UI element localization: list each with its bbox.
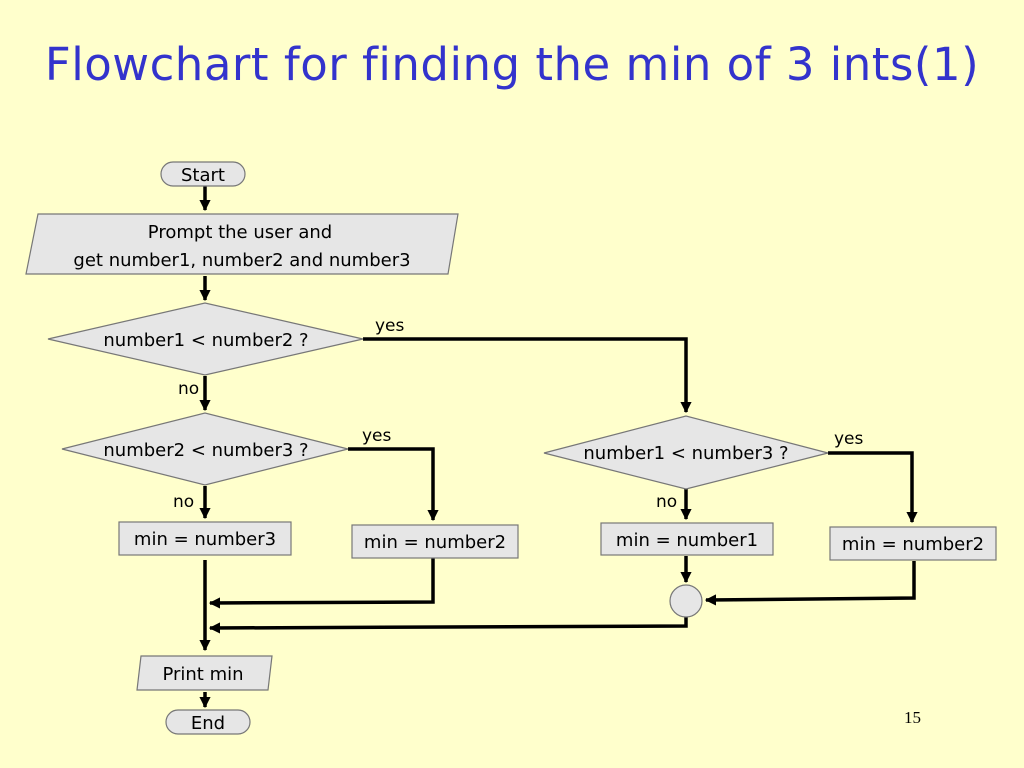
input-node: Prompt the user and get number1, number2… [25,213,459,275]
connector-node [669,584,703,618]
input-label-line2: get number1, number2 and number3 [73,250,410,271]
min2-right-node: min = number2 [829,526,997,561]
edge-decision2-yes [348,447,439,522]
decision1-label: number1 < number2 ? [103,330,308,351]
edge-connector-merge [208,617,688,634]
end-label: End [191,713,225,734]
min2-left-node: min = number2 [351,524,519,559]
no-label-2: no [173,492,194,512]
start-node: Start [160,161,246,187]
min3-node: min = number3 [118,521,292,556]
edge-min2-right-connector [704,561,916,606]
no-label-1: no [178,379,199,399]
decision2-node: number2 < number3 ? [61,412,349,486]
min1-label: min = number1 [616,530,758,551]
no-label-3: no [656,492,677,512]
edge-min2-left-merge [208,557,435,609]
edge-decision1-yes [363,337,692,414]
print-label: Print min [162,664,243,685]
print-node: Print min [136,655,273,691]
edge-decision3-yes [828,451,918,524]
decision2-label: number2 < number3 ? [103,440,308,461]
min1-node: min = number1 [600,522,774,556]
decision3-node: number1 < number3 ? [543,415,829,490]
min2-right-label: min = number2 [842,534,984,555]
start-label: Start [181,165,225,186]
edges [199,186,918,709]
yes-label-3: yes [834,429,864,449]
min3-label: min = number3 [134,529,276,550]
decision1-node: number1 < number2 ? [47,302,364,376]
slide-title: Flowchart for finding the min of 3 ints(… [44,38,980,91]
yes-label-1: yes [375,316,405,336]
yes-label-2: yes [362,426,392,446]
decision3-label: number1 < number3 ? [583,443,788,464]
min2-left-label: min = number2 [364,532,506,553]
input-label-line1: Prompt the user and [148,222,332,243]
end-node: End [165,709,251,735]
page-number: 15 [904,708,921,727]
